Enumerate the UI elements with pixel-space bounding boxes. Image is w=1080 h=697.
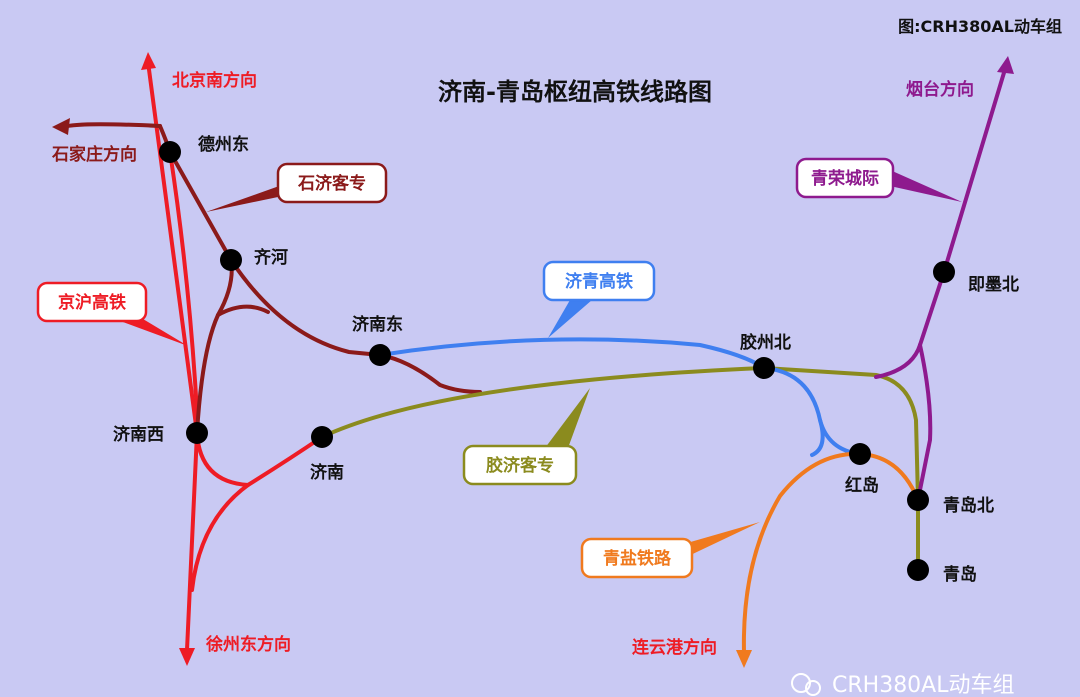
qingyan-line (741, 451, 920, 654)
station-dot-jinan (311, 426, 333, 448)
station-dot-qihe (220, 249, 242, 271)
qingyan-callout: 青盐铁路 (580, 522, 760, 579)
jiqing-label: 济青高铁 (565, 271, 633, 292)
direction-label-yantai: 烟台方向 (906, 79, 974, 100)
watermark-text: CRH380AL动车组 (832, 673, 1015, 697)
station-dot-dezhoudong (159, 141, 181, 163)
wechat-icon (791, 673, 811, 693)
map-title: 济南-青岛枢纽高铁线路图 (438, 78, 712, 106)
station-dot-jimobei (933, 261, 955, 283)
station-label-hongdao: 红岛 (845, 475, 879, 496)
jiaoji-label: 胶济客专 (486, 455, 554, 476)
jiqing-line (378, 337, 862, 457)
station-label-jinanxi: 济南西 (113, 424, 164, 445)
station-label-qingdao: 青岛 (943, 564, 977, 585)
qingrong-label: 青荣城际 (811, 168, 879, 189)
station-dot-qingdaobei (907, 489, 929, 511)
station-dot-jinanxi (186, 422, 208, 444)
shiji-callout: 石济客专 (206, 162, 388, 212)
station-dot-hongdao (849, 443, 871, 465)
jinghu-label: 京沪高铁 (58, 292, 126, 313)
shiji-label: 石济客专 (297, 173, 366, 194)
jinghu-callout: 京沪高铁 (36, 281, 188, 346)
qingyan-label: 青盐铁路 (603, 548, 672, 569)
direction-label-shijiazhuang: 石家庄方向 (51, 144, 137, 165)
direction-label-beijingnan: 北京南方向 (172, 70, 257, 91)
qingrong-callout: 青荣城际 (795, 157, 962, 202)
station-label-qingdaobei: 青岛北 (943, 495, 994, 516)
station-label-qihe: 齐河 (254, 247, 288, 268)
shiji-line (62, 122, 482, 435)
station-label-jimobei: 即墨北 (968, 275, 1019, 295)
station-dot-jinandong (369, 344, 391, 366)
arrow-south-orange-icon (736, 650, 752, 668)
station-dot-qingdao (907, 559, 929, 581)
station-dot-jiaozhoubei (753, 357, 775, 379)
arrow-northeast-icon (997, 56, 1014, 74)
jiaoji-callout: 胶济客专 (462, 388, 590, 486)
watermark: CRH380AL动车组 (791, 673, 1015, 697)
direction-label-xuzhoudong: 徐州东方向 (205, 634, 291, 655)
jiqing-callout: 济青高铁 (542, 260, 656, 338)
arrow-south-icon (179, 648, 195, 666)
credit-label: 图:CRH380AL动车组 (898, 17, 1062, 36)
direction-label-lianyungang: 连云港方向 (632, 637, 717, 658)
arrow-north-icon (141, 52, 156, 70)
arrow-west-icon (52, 118, 70, 135)
station-label-jinan: 济南 (310, 462, 344, 483)
station-label-jinandong: 济南东 (352, 314, 403, 335)
station-dots (159, 141, 955, 581)
station-label-jiaozhoubei: 胶州北 (740, 332, 791, 353)
station-label-dezhoudong: 德州东 (198, 134, 249, 155)
